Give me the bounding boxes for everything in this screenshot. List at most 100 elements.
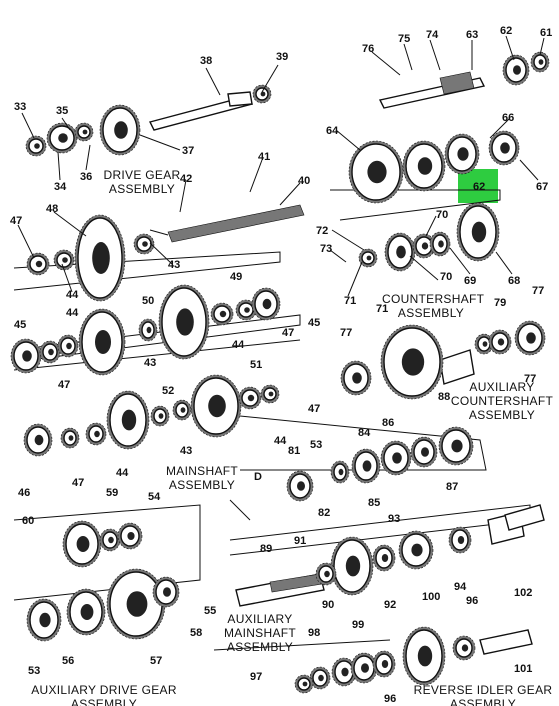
callout-n82: 82: [318, 507, 331, 519]
callout-n42: 42: [180, 173, 193, 185]
label-reverse-idler-gear-assembly: REVERSE IDLER GEAR ASSEMBLY: [413, 683, 553, 706]
part-aux-93: [398, 530, 434, 570]
part-aux-88: [438, 426, 474, 466]
callout-n56: 56: [62, 655, 75, 667]
part-aux-90: [315, 562, 337, 586]
part-washer-44e: [85, 422, 107, 446]
callout-n40: 40: [298, 175, 311, 187]
callout-n81: 81: [288, 445, 301, 457]
part-washer-33: [25, 135, 47, 157]
part-aux-54: [117, 522, 143, 550]
callout-n44c: 44: [232, 339, 245, 351]
part-aux-57: [106, 568, 166, 640]
callout-n55: 55: [204, 605, 217, 617]
callout-n71a: 71: [344, 295, 357, 307]
reverse-idler-shaft: [479, 629, 533, 655]
callout-n49: 49: [230, 271, 243, 283]
callout-n71b: 71: [376, 303, 389, 315]
part-washer-47e: [60, 427, 80, 449]
callout-n79: 79: [494, 297, 507, 309]
callout-n68: 68: [508, 275, 521, 287]
callout-n77c: 77: [524, 373, 537, 385]
callout-n47e: 47: [72, 477, 85, 489]
gear-set: [10, 51, 550, 694]
label-aux-drive-gear-assembly: AUXILIARY DRIVE GEAR ASSEMBLY: [31, 683, 177, 706]
part-bearing-45a: [10, 338, 42, 374]
part-aux-92: [372, 544, 396, 572]
main-drive-shaft: [148, 91, 254, 131]
part-aux-56: [66, 588, 106, 636]
part-aux-84: [351, 448, 381, 484]
callout-n53b: 53: [28, 665, 41, 677]
callout-n101: 101: [514, 663, 533, 675]
part-washer-44d: [238, 386, 262, 410]
part-ring-43d: [172, 399, 192, 421]
part-cs-washer-61: [530, 51, 550, 73]
part-ring-43c: [150, 405, 170, 427]
part-gear-70a: [384, 232, 416, 272]
callout-n76: 76: [362, 43, 375, 55]
callout-n43a: 43: [168, 259, 181, 271]
part-cs-gear-66: [444, 133, 480, 175]
callout-n61: 61: [540, 27, 553, 39]
callout-n96a: 96: [466, 595, 479, 607]
part-aux-bearing-77a: [514, 320, 546, 356]
callout-n51: 51: [250, 359, 263, 371]
part-washer-47d: [260, 384, 280, 404]
label-aux-mainshaft-assembly: AUXILIARY MAINSHAFT ASSEMBLY: [223, 612, 297, 654]
part-aux-drive-60: [62, 520, 102, 568]
callout-n52: 52: [162, 385, 175, 397]
part-washer-44b: [210, 302, 234, 326]
part-ring-43: [133, 233, 155, 255]
highlighted-part-62[interactable]: [458, 169, 498, 203]
callout-n36: 36: [80, 171, 93, 183]
callout-n66: 66: [502, 112, 515, 124]
callout-n39: 39: [276, 51, 289, 63]
part-aux-bearing-77b: [340, 360, 372, 396]
part-bearing-45b: [251, 287, 281, 321]
callout-n75: 75: [398, 33, 411, 45]
part-gear-50: [78, 308, 126, 376]
part-aux-59: [99, 528, 121, 552]
callout-n64: 64: [326, 125, 339, 137]
callout-n85: 85: [368, 497, 381, 509]
mainshaft-splined: [149, 204, 305, 243]
part-aux-53: [330, 460, 350, 484]
callout-n77b: 77: [340, 327, 353, 339]
part-spacer: [429, 231, 451, 257]
callout-n98: 98: [308, 627, 321, 639]
callout-n37: 37: [182, 145, 195, 157]
part-aux-85: [410, 436, 438, 468]
part-aux-94: [448, 526, 472, 554]
callout-n35: 35: [56, 105, 69, 117]
callout-n87: 87: [446, 481, 459, 493]
part-nut-35: [74, 122, 94, 142]
callout-n62a: 62: [500, 25, 513, 37]
callout-n100: 100: [422, 591, 441, 603]
callout-n63: 63: [466, 29, 479, 41]
part-washer-47: [26, 252, 50, 276]
callout-n89: 89: [260, 543, 273, 555]
callout-n43b: 43: [144, 357, 157, 369]
callout-n72: 72: [316, 225, 329, 237]
part-bearing-39: [252, 84, 272, 104]
part-aux-bearing-81: [286, 470, 314, 502]
part-cs-bearing-67: [488, 130, 520, 166]
callout-n47b: 47: [282, 327, 295, 339]
callout-n34: 34: [54, 181, 67, 193]
callout-n47d: 47: [308, 403, 321, 415]
callout-n46: 46: [18, 487, 31, 499]
part-gear-72: [358, 248, 378, 268]
callout-n58: 58: [190, 627, 203, 639]
callout-n45a: 45: [14, 319, 27, 331]
callout-n45b: 45: [308, 317, 321, 329]
part-rev-idler-100: [402, 626, 446, 686]
part-ring-43b: [138, 318, 158, 342]
part-rev-96: [452, 635, 476, 661]
callout-n70b: 70: [440, 271, 453, 283]
part-gear-70b: [412, 233, 436, 259]
callout-n44d: 44: [274, 435, 287, 447]
callout-n57: 57: [150, 655, 163, 667]
part-gear-48: [74, 214, 126, 302]
callout-n70a: 70: [436, 209, 449, 221]
